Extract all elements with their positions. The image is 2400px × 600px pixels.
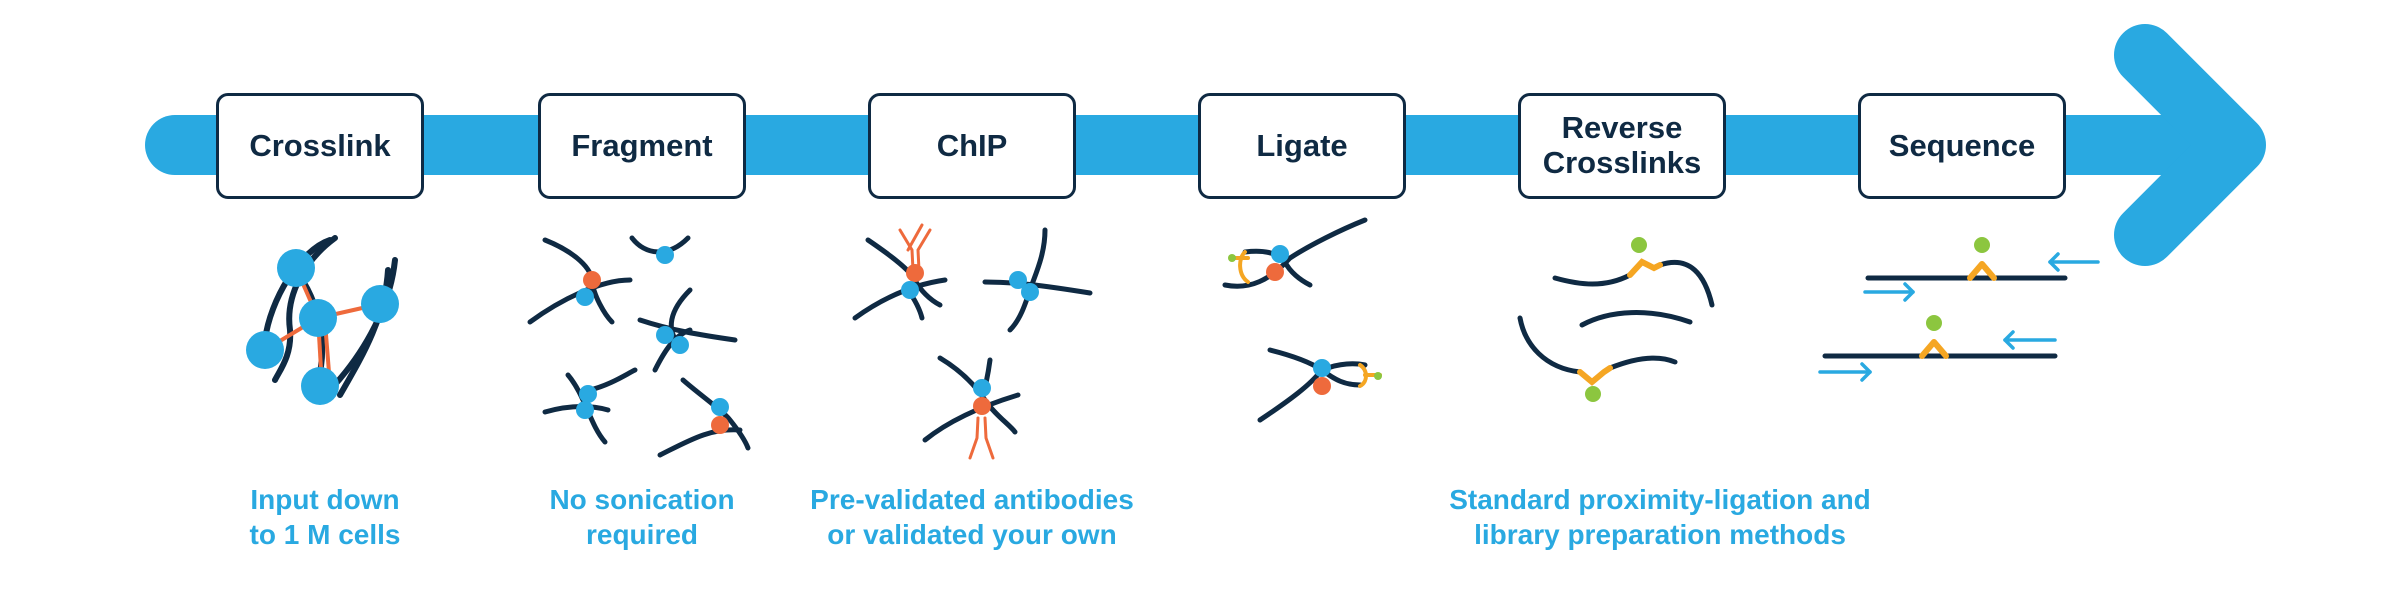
- step-crosslink: Crosslink: [216, 93, 424, 199]
- step-ligate: Ligate: [1198, 93, 1406, 199]
- step-reverse-crosslinks: Reverse Crosslinks: [1518, 93, 1726, 199]
- step-label: Fragment: [571, 127, 713, 163]
- step-label: Reverse Crosslinks: [1542, 110, 1702, 180]
- step-label: Crosslink: [249, 127, 391, 163]
- caption-fragment: No sonication required: [549, 484, 735, 550]
- sequence-illustration: [1818, 237, 2100, 382]
- caption-ligation-library: Standard proximity-ligation and library …: [1449, 484, 1871, 550]
- step-fragment: Fragment: [538, 93, 746, 199]
- step-label: Ligate: [1256, 127, 1348, 163]
- ligate-illustration: [1222, 217, 1382, 423]
- step-chip: ChIP: [868, 93, 1076, 199]
- step-sequence: Sequence: [1858, 93, 2066, 199]
- crosslink-illustration: [246, 235, 399, 405]
- caption-crosslink: Input down to 1 M cells: [249, 484, 401, 550]
- step-label: ChIP: [936, 127, 1008, 163]
- arrow-head: [2114, 24, 2266, 266]
- fragment-illustration: [527, 235, 751, 458]
- caption-chip: Pre-validated antibodies or validated yo…: [810, 484, 1134, 550]
- reverse-crosslinks-illustration: [1517, 237, 1715, 402]
- step-label: Sequence: [1888, 127, 2036, 163]
- chip-illustration: [852, 223, 1093, 460]
